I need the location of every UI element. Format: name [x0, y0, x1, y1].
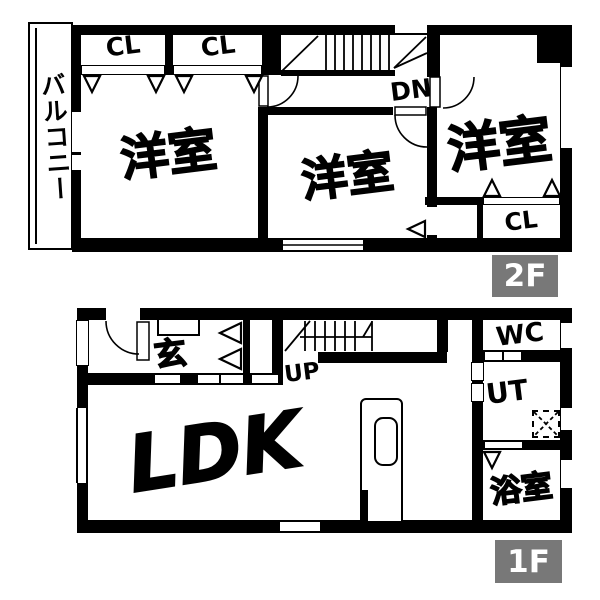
- wall: [483, 350, 560, 362]
- folding-door-icon: [244, 74, 264, 95]
- stair-edge-wall: [318, 352, 447, 363]
- folding-door-icon: [217, 347, 243, 371]
- wall: [477, 205, 483, 238]
- wall: [77, 364, 88, 408]
- folding-door-icon: [82, 74, 102, 95]
- pillar-block: [537, 25, 572, 63]
- folding-door-icon: [174, 74, 194, 95]
- sliding-door: [485, 352, 502, 360]
- closet-track: [173, 65, 262, 75]
- folding-door-icons: [82, 74, 562, 471]
- wall: [165, 25, 173, 75]
- wall: [77, 308, 572, 320]
- closet-track: [221, 375, 243, 383]
- window-mullion: [72, 152, 81, 155]
- folding-door-icon: [542, 177, 562, 198]
- window: [395, 25, 427, 33]
- window: [561, 67, 572, 148]
- wall: [427, 107, 437, 115]
- shoe-cabinet: [157, 318, 200, 336]
- wall: [72, 25, 572, 35]
- floor-badge-1f: 1F: [495, 540, 562, 583]
- folding-door-icon: [146, 74, 166, 95]
- wall: [425, 197, 483, 205]
- washer-x-icon: [533, 411, 559, 437]
- entry-door-opening: [106, 308, 140, 320]
- door-swing-icon: [105, 320, 140, 355]
- wall: [272, 308, 283, 377]
- closet-opening: [427, 207, 437, 235]
- kitchen-sink: [374, 417, 398, 466]
- closet-track: [198, 375, 219, 383]
- door-leaf: [136, 321, 150, 361]
- wall: [437, 320, 448, 352]
- door-swing-icon: [442, 76, 475, 109]
- wall: [427, 25, 440, 77]
- door-leaf: [429, 76, 441, 108]
- entry-step: [155, 375, 180, 383]
- wall: [427, 115, 437, 238]
- sliding-door: [471, 362, 484, 381]
- window: [561, 460, 572, 488]
- door-leaf: [258, 75, 269, 107]
- window: [76, 408, 88, 483]
- porch-edge: [76, 320, 89, 366]
- folding-door-icon: [217, 321, 243, 345]
- sliding-door: [252, 375, 278, 383]
- window: [561, 323, 572, 348]
- door-leaf: [394, 106, 427, 116]
- sliding-door: [504, 352, 521, 360]
- sliding-door: [471, 383, 484, 402]
- window: [280, 522, 320, 531]
- folding-door-icon: [482, 177, 502, 198]
- stair-edge-wall: [281, 70, 395, 76]
- wall: [77, 483, 88, 520]
- wall: [243, 320, 250, 373]
- doors: [105, 75, 475, 361]
- stairs-1f: [284, 320, 373, 352]
- wall: [262, 25, 281, 75]
- window: [561, 408, 572, 430]
- kitchen-counter-edge: [360, 490, 368, 523]
- floor-badge-2f: 2F: [492, 255, 558, 297]
- closet-track: [483, 197, 560, 205]
- folding-door-icon: [405, 219, 427, 239]
- wall: [258, 107, 268, 238]
- door-swing-icon: [394, 114, 428, 148]
- balcony-rail-line: [35, 28, 37, 244]
- wall: [268, 107, 393, 115]
- stairs-2f: [281, 35, 428, 72]
- folding-door-icon: [482, 450, 502, 471]
- wall: [77, 520, 572, 533]
- sliding-door: [485, 442, 522, 448]
- balcony-door-opening: [72, 112, 81, 170]
- door-swing-icon: [266, 75, 299, 108]
- wall: [472, 308, 483, 533]
- closet-track: [81, 65, 165, 75]
